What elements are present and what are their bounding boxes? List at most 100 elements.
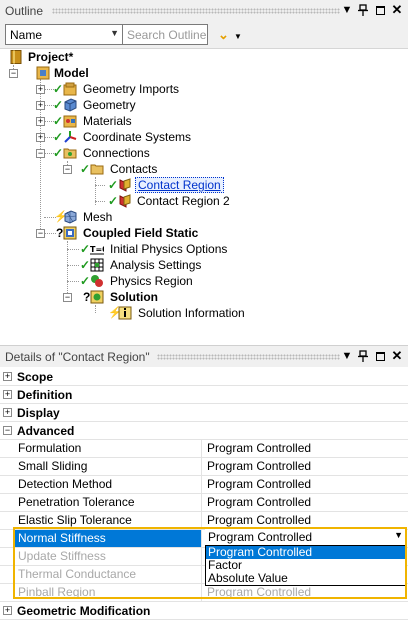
materials-icon [63,114,77,128]
tree-expand-toggle[interactable]: + [36,84,45,94]
tree-item-geometry-imports[interactable]: Geometry Imports [63,81,181,97]
geometry-imports-icon [63,82,77,96]
property-row-detection-method[interactable]: Detection Method Program Controlled [0,476,408,494]
initial-temperature-icon: T=0 [90,242,108,256]
connections-folder-icon [63,146,77,160]
details-pin-toggle-icon[interactable] [356,349,370,363]
check-icon: ✓ [108,194,119,208]
question-icon: ? [83,290,91,304]
tree-item-model[interactable]: Model [36,65,91,81]
outline-pin-icon[interactable]: ▼ [341,4,353,16]
property-row-elastic-slip-tolerance[interactable]: Elastic Slip Tolerance Program Controlle… [0,512,408,530]
details-maximize-icon[interactable] [373,349,387,363]
property-row-normal-stiffness[interactable]: Normal Stiffness [0,530,408,548]
project-book-icon [10,50,24,64]
svg-text:T=0: T=0 [90,245,104,254]
tree-item-coordinate-systems[interactable]: Coordinate Systems [63,129,193,145]
expand-icon[interactable]: + [3,389,12,399]
tree-collapse-toggle[interactable]: − [9,68,18,78]
tree-collapse-toggle[interactable]: − [63,164,72,174]
tree-line [44,89,56,90]
property-row-small-sliding[interactable]: Small Sliding Program Controlled [0,458,408,476]
group-scope[interactable]: + Scope [0,368,408,386]
tree-collapse-toggle[interactable]: − [36,148,45,158]
outline-tree: Project* − Model + ✓ Geometry Imports + … [0,48,408,344]
expand-icon[interactable]: + [3,605,12,615]
tree-line [44,153,56,154]
tree-item-connections[interactable]: Connections [63,145,152,161]
expand-icon[interactable]: + [3,371,12,381]
tree-line [44,217,56,218]
details-pin-icon[interactable]: ▼ [341,350,353,362]
dropdown-option-factor[interactable]: Factor [208,558,243,572]
expand-icon[interactable]: + [3,407,12,417]
check-icon: ✓ [53,130,64,144]
collapse-icon[interactable]: − [3,425,12,435]
tree-item-solution-information[interactable]: Solution Information [118,305,247,321]
outline-search-field[interactable] [123,24,208,45]
tree-item-mesh[interactable]: Mesh [63,209,114,225]
tree-item-contacts[interactable]: Contacts [90,161,159,177]
check-icon: ✓ [53,146,64,160]
tree-item-project[interactable]: Project* [10,49,75,65]
outline-close-icon[interactable]: ✕ [391,2,403,17]
property-row-penetration-tolerance[interactable]: Penetration Tolerance Program Controlled [0,494,408,512]
tree-expand-toggle[interactable]: + [36,100,45,110]
solution-information-icon [118,306,132,320]
lightning-icon: ⚡ [108,307,122,319]
dropdown-option-program-controlled[interactable]: Program Controlled [206,546,405,559]
details-drag-grip[interactable] [157,354,340,360]
tree-line [67,249,79,250]
property-row-update-stiffness[interactable]: Update Stiffness [0,548,408,566]
tree-line [95,177,96,205]
tree-item-solution[interactable]: Solution [90,289,160,305]
normal-stiffness-select[interactable]: Program Controlled ▼ [205,529,405,545]
outline-filter-select[interactable]: Name ▼ [5,24,123,45]
tree-item-physics-region[interactable]: Physics Region [90,273,195,289]
tree-item-initial-physics-options[interactable]: T=0 Initial Physics Options [90,242,228,256]
check-icon: ✓ [80,258,91,272]
tree-expand-toggle[interactable]: + [36,132,45,142]
group-definition[interactable]: + Definition [0,386,408,404]
check-icon: ✓ [108,178,119,192]
group-advanced[interactable]: − Advanced [0,422,408,440]
analysis-system-icon [63,226,77,240]
dropdown-arrow-icon: ▼ [234,32,242,41]
tree-line [44,137,56,138]
property-row-pinball-region[interactable]: Pinball Region Program Controlled [0,584,408,602]
tree-expand-toggle[interactable]: + [36,116,45,126]
tree-item-coupled-field-static[interactable]: Coupled Field Static [63,225,200,241]
outline-maximize-icon[interactable] [373,3,387,17]
check-icon: ✓ [80,242,91,256]
outline-drag-grip[interactable] [52,8,340,14]
mesh-icon [63,210,77,224]
tree-item-analysis-settings[interactable]: Analysis Settings [90,257,203,273]
chevron-down-icon[interactable]: ▼ [394,530,403,540]
tree-item-materials[interactable]: Materials [63,113,134,129]
contact-region-icon [118,194,132,208]
chevron-down-icon: ▼ [110,28,119,38]
outline-toolbar: Name ▼ ⌄ ▼ [0,22,408,48]
tree-item-contact-region-2[interactable]: Contact Region 2 [118,193,232,209]
property-row-formulation[interactable]: Formulation Program Controlled [0,440,408,458]
outline-title: Outline [5,4,44,18]
property-row-thermal-conductance[interactable]: Thermal Conductance [0,566,408,584]
question-icon: ? [56,226,64,240]
tree-line [95,201,105,202]
outline-header: Outline ▼ ✕ [0,0,408,22]
tree-collapse-toggle[interactable]: − [36,228,45,238]
tree-item-contact-region[interactable]: Contact Region [118,177,224,193]
tree-item-geometry[interactable]: Geometry [63,97,138,113]
tree-line [67,265,79,266]
group-geometric-modification[interactable]: + Geometric Modification [0,602,408,620]
outline-filter-value: Name [10,28,43,42]
outline-pin-toggle-icon[interactable] [356,3,370,17]
group-display[interactable]: + Display [0,404,408,422]
outline-search-input[interactable] [123,25,207,44]
analysis-settings-icon [90,258,104,272]
dropdown-option-absolute-value[interactable]: Absolute Value [208,571,288,585]
search-options-button[interactable]: ⌄ ▼ [216,24,248,45]
solution-icon [90,290,104,304]
tree-collapse-toggle[interactable]: − [63,292,72,302]
details-close-icon[interactable]: ✕ [391,348,403,363]
